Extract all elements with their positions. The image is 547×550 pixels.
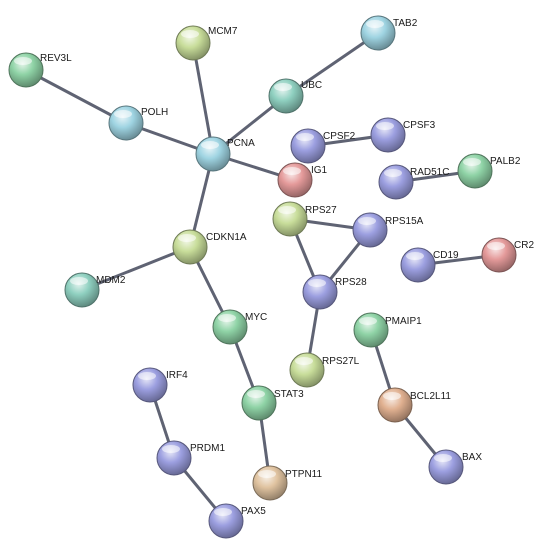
node-label-bcl2l11: BCL2L11 — [410, 391, 451, 402]
node-cpsf2[interactable]: CPSF2 — [290, 128, 356, 164]
node-highlight — [376, 122, 394, 130]
node-rad51c[interactable]: RAD51C — [378, 164, 449, 200]
node-tab2[interactable]: TAB2 — [360, 15, 418, 51]
node-label-myc: MYC — [245, 312, 267, 323]
node-label-cpsf3: CPSF3 — [403, 120, 436, 131]
node-myc[interactable]: MYC — [212, 309, 267, 345]
node-cd19[interactable]: CD19 — [400, 247, 459, 283]
node-highlight — [463, 158, 481, 166]
node-label-rps27l: RPS27L — [322, 356, 360, 367]
node-ubc[interactable]: UBC — [268, 78, 322, 114]
node-label-rad51c: RAD51C — [410, 167, 449, 178]
node-highlight — [114, 110, 132, 118]
node-label-cd19: CD19 — [433, 250, 459, 261]
edge-tab2-ubc — [284, 31, 380, 98]
node-label-pmaip1: PMAIP1 — [385, 316, 422, 327]
node-label-palb2: PALB2 — [490, 156, 521, 167]
node-label-cpsf2: CPSF2 — [323, 131, 356, 142]
node-highlight — [214, 508, 232, 516]
node-stat3[interactable]: STAT3 — [241, 385, 304, 421]
node-highlight — [487, 242, 505, 250]
node-highlight — [70, 277, 88, 285]
node-cpsf3[interactable]: CPSF3 — [370, 117, 436, 153]
node-label-ubc: UBC — [301, 80, 322, 91]
node-rev3l[interactable]: REV3L — [8, 52, 72, 88]
node-highlight — [14, 57, 32, 65]
node-highlight — [274, 83, 292, 91]
node-highlight — [358, 217, 376, 225]
node-highlight — [278, 206, 296, 214]
node-irf4[interactable]: IRF4 — [132, 367, 188, 403]
node-highlight — [181, 30, 199, 38]
node-label-prdm1: PRDM1 — [190, 443, 225, 454]
node-highlight — [308, 279, 326, 287]
node-bax[interactable]: BAX — [428, 449, 482, 485]
node-highlight — [295, 357, 313, 365]
node-cr2[interactable]: CR2 — [481, 237, 534, 273]
node-label-rps28: RPS28 — [335, 277, 367, 288]
node-polh[interactable]: POLH — [108, 105, 168, 141]
node-highlight — [247, 390, 265, 398]
node-label-ptpn11: PTPN11 — [285, 469, 322, 480]
node-label-pax5: PAX5 — [241, 506, 266, 517]
node-cdkn1a[interactable]: CDKN1A — [172, 229, 247, 265]
node-label-cr2: CR2 — [514, 240, 534, 251]
node-pax5[interactable]: PAX5 — [208, 503, 266, 539]
edge-mcm7-pcna — [191, 41, 215, 156]
node-rps28[interactable]: RPS28 — [302, 274, 367, 310]
node-highlight — [434, 454, 452, 462]
node-mcm7[interactable]: MCM7 — [175, 25, 238, 61]
node-ptpn11[interactable]: PTPN11 — [252, 465, 322, 501]
node-highlight — [384, 169, 402, 177]
node-rps15a[interactable]: RPS15A — [352, 212, 424, 248]
node-mdm2[interactable]: MDM2 — [64, 272, 126, 308]
node-highlight — [406, 252, 424, 260]
node-label-mdm2: MDM2 — [96, 275, 126, 286]
node-rps27[interactable]: RPS27 — [272, 201, 337, 237]
node-prdm1[interactable]: PRDM1 — [156, 440, 225, 476]
node-lig1[interactable]: IG1 — [277, 162, 328, 198]
node-highlight — [383, 392, 401, 400]
node-highlight — [296, 133, 314, 141]
node-pcna[interactable]: PCNA — [195, 136, 255, 172]
node-label-cdkn1a: CDKN1A — [206, 232, 247, 243]
node-highlight — [162, 445, 180, 453]
edge-rev3l-polh — [24, 68, 128, 125]
node-label-rev3l: REV3L — [40, 53, 72, 64]
node-highlight — [283, 167, 301, 175]
node-highlight — [366, 20, 384, 28]
node-label-stat3: STAT3 — [274, 389, 304, 400]
node-label-polh: POLH — [141, 107, 168, 118]
edge-cdkn1a-mdm2 — [80, 245, 192, 292]
node-highlight — [138, 372, 156, 380]
node-label-pcna: PCNA — [227, 138, 255, 149]
node-label-tab2: TAB2 — [393, 18, 418, 29]
node-rps27l[interactable]: RPS27L — [289, 352, 360, 388]
node-bcl2l11[interactable]: BCL2L11 — [377, 387, 451, 423]
node-highlight — [359, 317, 377, 325]
node-label-irf4: IRF4 — [166, 370, 188, 381]
node-label-bax: BAX — [462, 452, 482, 463]
node-highlight — [258, 470, 276, 478]
node-pmaip1[interactable]: PMAIP1 — [353, 312, 422, 348]
node-highlight — [218, 314, 236, 322]
node-highlight — [201, 141, 219, 149]
node-label-rps27: RPS27 — [305, 205, 337, 216]
node-label-rps15a: RPS15A — [385, 216, 424, 227]
node-highlight — [178, 234, 196, 242]
node-label-mcm7: MCM7 — [208, 26, 238, 37]
node-palb2[interactable]: PALB2 — [457, 153, 521, 189]
node-label-lig1: IG1 — [311, 165, 328, 176]
